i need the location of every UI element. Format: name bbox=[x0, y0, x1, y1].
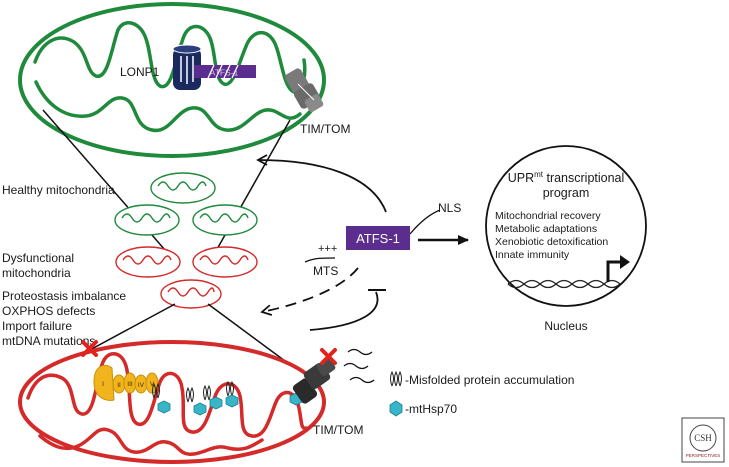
legend-mthsp70-icon bbox=[389, 400, 403, 417]
complex-label-i: I bbox=[102, 381, 104, 388]
upr-item-immunity: Innate immunity bbox=[495, 249, 570, 261]
complex-label-ii: II bbox=[117, 382, 121, 389]
mthsp70-icon bbox=[209, 396, 223, 410]
failed-tim-tom-importer-icon bbox=[292, 357, 336, 404]
inhibition-arc bbox=[309, 291, 379, 331]
dysfunctional-label-line1: Dysfunctional bbox=[2, 251, 74, 265]
transcription-arrowhead-icon bbox=[620, 255, 630, 269]
mthsp70-clusters bbox=[152, 380, 303, 416]
mthsp70-icon bbox=[193, 402, 207, 416]
nls-label: NLS bbox=[438, 201, 461, 215]
defect-oxphos: OXPHOS defects bbox=[2, 304, 95, 318]
lonp1-label: LONP1 bbox=[120, 65, 160, 79]
healthy-mito-2 bbox=[114, 204, 180, 236]
nucleus: UPRmt transcriptional program Mitochondr… bbox=[485, 145, 647, 307]
defect-import-failure: Import failure bbox=[2, 319, 72, 333]
misfolded-protein-icon bbox=[152, 380, 234, 403]
complex-label-iv: IV bbox=[138, 382, 145, 389]
mts-label: MTS bbox=[313, 264, 338, 278]
healthy-mitochondrion-zoom: LONP1 ATFS-1 TIM/TOM bbox=[18, 2, 350, 158]
unimported-protein-squiggles bbox=[343, 348, 375, 384]
oxphos-complexes: I II III IV V bbox=[93, 364, 159, 401]
nucleus-membrane bbox=[485, 145, 647, 307]
upr-item-metabolic: Metabolic adaptations bbox=[495, 223, 597, 235]
complex-label-v: V bbox=[150, 381, 155, 388]
healthy-mitochondria-label: Healthy mitochondria bbox=[2, 183, 115, 197]
lonp1-protease-icon bbox=[172, 44, 202, 90]
defect-proteostasis: Proteostasis imbalance bbox=[2, 289, 126, 303]
bottom-tim-tom-label: TIM/TOM bbox=[313, 423, 363, 437]
tim-tom-importer-icon bbox=[285, 68, 324, 112]
logo-csh-text: CSH bbox=[694, 433, 712, 443]
atfs1-box bbox=[346, 226, 410, 250]
healthy-mito-1 bbox=[150, 172, 216, 204]
small-mitochondria-stack bbox=[114, 172, 258, 309]
nls-tail bbox=[409, 209, 441, 235]
healthy-cristae bbox=[33, 21, 307, 133]
oxphos-defect-cross-icon bbox=[81, 340, 98, 357]
dysfunctional-label-line2: mitochondria bbox=[2, 266, 71, 280]
dysfunctional-mito-3 bbox=[160, 279, 222, 309]
dysfunctional-mitochondrion-zoom: I II III IV V bbox=[18, 340, 375, 464]
healthy-outer-membrane bbox=[18, 2, 326, 158]
import-defect-cross-icon bbox=[320, 348, 337, 365]
mthsp70-icon bbox=[225, 394, 239, 408]
upr-item-xenobiotic: Xenobiotic detoxification bbox=[495, 236, 608, 248]
mts-charge-label: +++ bbox=[318, 243, 337, 255]
atfs1-degraded-bar: ATFS-1 bbox=[194, 64, 256, 79]
arrow-to-healthy-mito bbox=[256, 154, 387, 213]
dysfunctional-mito-1 bbox=[115, 246, 181, 278]
dashed-arrow-to-dysfunctional bbox=[260, 267, 359, 316]
dysfunctional-mito-2 bbox=[192, 246, 258, 278]
legend: -Misfolded protein accumulation -mtHsp70 bbox=[389, 370, 574, 417]
csh-perspectives-logo: CSH PERSPECTIVES bbox=[681, 417, 725, 463]
complex-label-iii: III bbox=[127, 381, 133, 388]
logo-perspectives-text: PERSPECTIVES bbox=[686, 453, 721, 458]
healthy-mito-3 bbox=[192, 204, 258, 236]
atfs1-protein: ATFS-1 bbox=[304, 209, 441, 263]
dysfunctional-cristae bbox=[26, 352, 308, 456]
top-tim-tom-label: TIM/TOM bbox=[300, 122, 350, 136]
mts-tail bbox=[304, 257, 336, 263]
dna-helix bbox=[507, 279, 621, 289]
legend-misfolded-label: -Misfolded protein accumulation bbox=[405, 373, 574, 387]
upr-item-recovery: Mitochondrial recovery bbox=[495, 210, 601, 222]
nucleus-label: Nucleus bbox=[544, 319, 587, 333]
atfs1-label: ATFS-1 bbox=[356, 231, 400, 246]
legend-misfolded-icon bbox=[390, 370, 402, 387]
legend-mthsp70-label: -mtHsp70 bbox=[405, 402, 457, 416]
defect-mtdna: mtDNA mutations bbox=[2, 334, 95, 348]
upr-title-line2: program bbox=[543, 186, 590, 200]
transcription-start-arrow bbox=[606, 260, 622, 282]
upr-title-line1: UPRmt transcriptional bbox=[508, 170, 625, 185]
atfs1-bar-label: ATFS-1 bbox=[210, 68, 239, 78]
mthsp70-icon bbox=[157, 400, 171, 414]
